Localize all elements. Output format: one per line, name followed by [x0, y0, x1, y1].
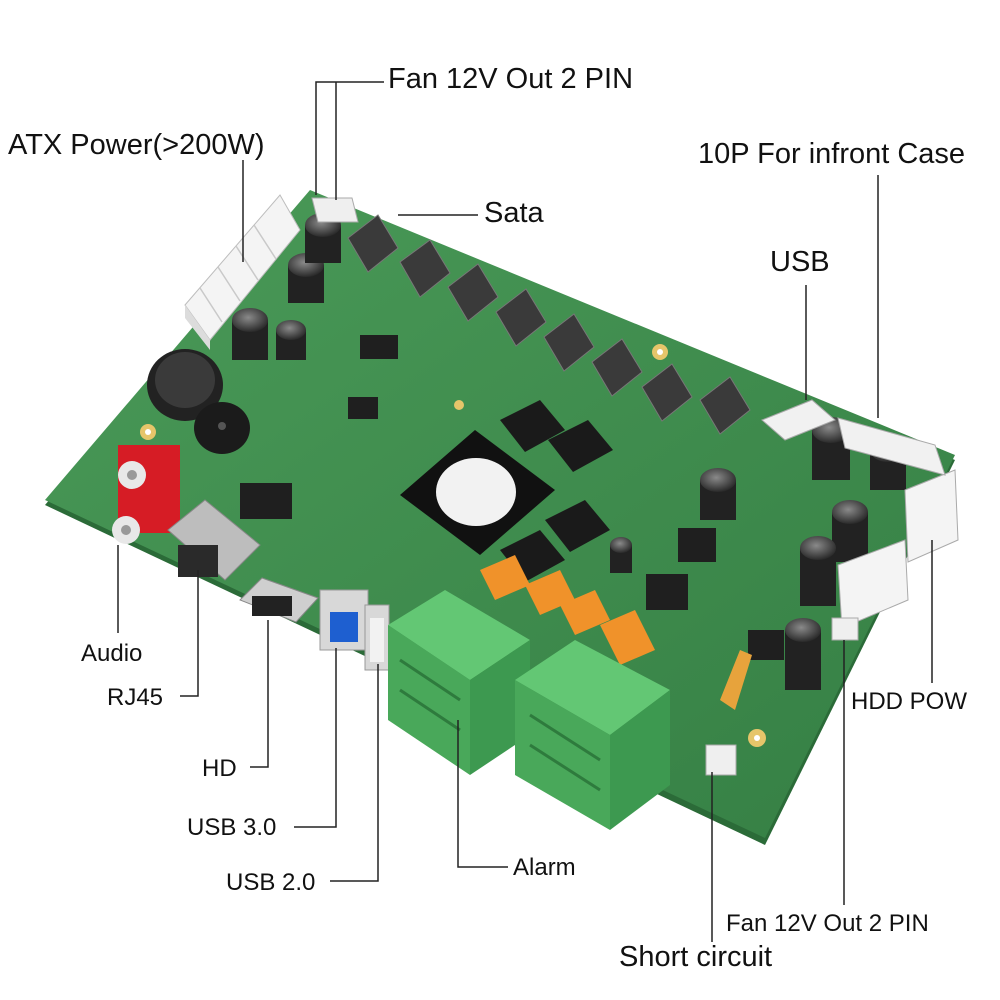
leader-lines [117, 81, 933, 942]
hdd-power-connectors [837, 469, 959, 629]
fan-header-top [311, 197, 359, 223]
label-short-circuit: Short circuit [619, 941, 773, 973]
label-atx-power: ATX Power(>200W) [8, 129, 265, 161]
fan-header-bottom [831, 617, 859, 641]
capacitors [232, 213, 906, 690]
alarm-terminal-blocks [388, 590, 670, 830]
usb3-port [319, 589, 369, 651]
small-ics [240, 335, 784, 660]
label-usb2: USB 2.0 [226, 869, 316, 896]
label-fan-bottom: Fan 12V Out 2 PIN [726, 910, 929, 937]
label-hd: HD [202, 755, 237, 782]
label-usb: USB [770, 246, 830, 278]
label-alarm: Alarm [513, 854, 576, 881]
cpu-chip [400, 430, 555, 555]
relays [480, 555, 655, 665]
audio-rca-jacks [112, 445, 180, 544]
usb-header [761, 399, 836, 441]
usb2-port [364, 604, 390, 671]
label-front-case: 10P For infront Case [698, 138, 966, 170]
buzzer [194, 402, 250, 454]
hdmi-port [239, 577, 319, 623]
label-usb3: USB 3.0 [187, 814, 277, 841]
sata-ports [347, 214, 751, 435]
label-rj45: RJ45 [107, 684, 164, 711]
label-fan-top: Fan 12V Out 2 PIN [388, 63, 634, 95]
short-circuit-jumper [705, 650, 752, 776]
label-audio: Audio [81, 640, 143, 667]
coin-battery [147, 349, 223, 421]
front-panel-header [837, 417, 946, 476]
label-hdd-pow: HDD POW [851, 688, 967, 715]
label-sata: Sata [484, 197, 544, 229]
atx-power-connector [184, 194, 301, 350]
